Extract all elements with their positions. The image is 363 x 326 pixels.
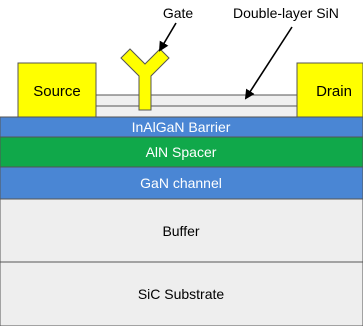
source-contact <box>17 62 97 118</box>
spacer-label: AlN Spacer <box>146 144 217 160</box>
sin-label: Double-layer SiN <box>233 5 339 21</box>
gate-pointer-arrow <box>158 22 177 52</box>
buffer-label: Buffer <box>162 223 199 239</box>
sin-layer-upper <box>95 94 298 107</box>
channel-label: GaN channel <box>140 175 222 191</box>
gate-label: Gate <box>163 5 194 21</box>
drain-label: Drain <box>316 83 352 100</box>
barrier-label: InAlGaN Barrier <box>132 119 231 135</box>
sin-layer-lower <box>95 105 298 118</box>
source-label: Source <box>33 83 81 100</box>
gate-electrode <box>120 48 170 111</box>
substrate-label: SiC Substrate <box>138 286 225 302</box>
buffer-layer <box>0 198 363 263</box>
sin-pointer-arrow <box>244 26 293 100</box>
drain-contact <box>296 62 363 118</box>
